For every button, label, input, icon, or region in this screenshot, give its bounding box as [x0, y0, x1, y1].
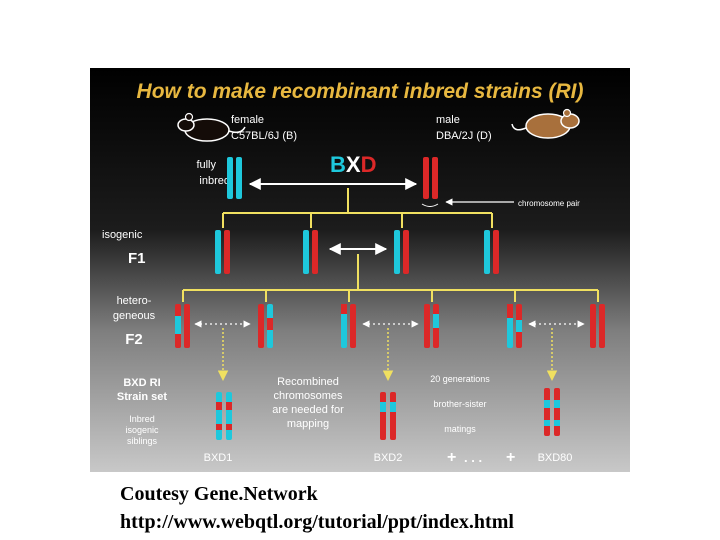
recombined-note-line3: are needed for [272, 404, 344, 416]
generations-note-line1: 20 generations [430, 374, 490, 384]
ellipsis: . . . [464, 450, 482, 465]
cross-d: D [361, 152, 377, 177]
plus-sign-1: + [447, 449, 456, 466]
f1-chromosome-pair-3 [394, 230, 409, 274]
diagram-title: How to make recombinant inbred strains (… [137, 80, 584, 103]
f2-chromosome-pair-3 [341, 304, 356, 348]
male-label: male [436, 114, 460, 126]
generations-note-line3: matings [444, 424, 476, 434]
cross-label: BXD [330, 152, 376, 177]
ri-breeding-diagram: How to make recombinant inbred strains (… [90, 68, 630, 472]
f1-connector-tree [222, 188, 493, 228]
ri-set-label-line1: BXD RI [123, 377, 160, 389]
female-strain-label: C57BL/6J (B) [231, 130, 297, 142]
recombined-note-line2: chromosomes [273, 390, 343, 402]
f1-chromosome-pair-1 [215, 230, 230, 274]
f2-chromosome-pair-1 [175, 304, 190, 348]
strain-label-bxd1: BXD1 [204, 452, 233, 464]
parent-d-chromosome-pair [423, 157, 438, 199]
diagram-slide: How to make recombinant inbred strains (… [90, 68, 630, 472]
f2-chromosome-pair-5 [507, 304, 522, 348]
f2-chromosome-pair-6 [590, 304, 605, 348]
ri-set-label-line2: Strain set [117, 391, 167, 403]
f1-chromosome-pair-4 [484, 230, 499, 274]
recombined-note-line4: mapping [287, 418, 329, 430]
plus-sign-2: + [506, 449, 515, 466]
bxd80-chromosome-pair [544, 388, 560, 436]
parent-b-chromosome-pair [227, 157, 242, 199]
f1-chromosome-pair-2 [303, 230, 318, 274]
chromosome-pair-brace [421, 203, 439, 207]
heterogeneous-label-line1: hetero- [117, 295, 152, 307]
inbred-siblings-label-line3: siblings [127, 436, 158, 446]
f2-chromosome-pair-2 [258, 304, 273, 348]
strain-label-bxd80: BXD80 [538, 452, 573, 464]
isogenic-label: isogenic [102, 229, 143, 241]
heterogeneous-label-line2: geneous [113, 310, 156, 322]
cross-b: B [330, 152, 346, 177]
strain-label-bxd2: BXD2 [374, 452, 403, 464]
f2-chromosome-pair-4 [424, 304, 439, 348]
f2-label: F2 [125, 331, 143, 348]
f1-label: F1 [128, 250, 146, 267]
generations-note-line2: brother-sister [433, 399, 486, 409]
bxd1-chromosome-pair [216, 392, 232, 440]
chromosome-pair-label: chromosome pair [518, 199, 580, 208]
fully-inbred-label-line2: inbred [199, 175, 230, 187]
brown-mouse-icon [511, 108, 580, 139]
inbred-siblings-label-line1: Inbred [129, 414, 155, 424]
caption-credit: Coutesy Gene.Network [120, 483, 318, 505]
male-strain-label: DBA/2J (D) [436, 130, 492, 142]
caption-url[interactable]: http://www.webqtl.org/tutorial/ppt/index… [120, 511, 514, 533]
bxd2-chromosome-pair [380, 392, 396, 440]
f2-connector-tree [182, 254, 599, 302]
fully-inbred-label-line1: fully [196, 159, 216, 171]
female-label: female [231, 114, 264, 126]
black-mouse-icon [177, 112, 246, 142]
cross-x: X [346, 152, 361, 177]
inbred-siblings-label-line2: isogenic [125, 425, 159, 435]
recombined-note-line1: Recombined [277, 376, 339, 388]
